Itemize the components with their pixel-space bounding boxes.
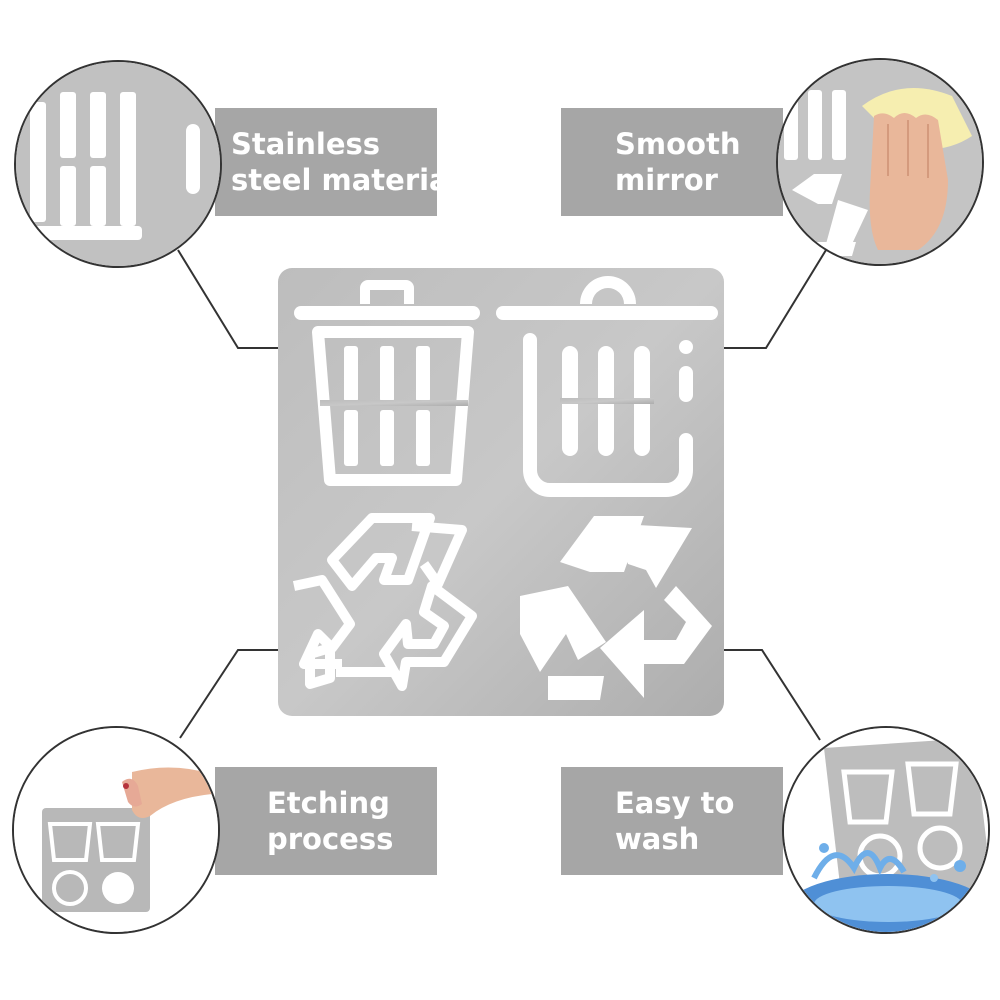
feature-label-line: process [267,822,394,856]
closeup-circle-steel [14,60,222,268]
hand-holding-stencil-image [14,728,218,932]
recycle-outline-icon [292,513,477,691]
closeup-circle-wash [782,726,990,934]
feature-label-line: mirror [615,163,718,197]
trash-can-solid-icon [496,276,718,497]
feature-label-line: wash [615,822,700,856]
closeup-circle-etching [12,726,220,934]
feature-label-stainless-steel: Stainless steel material [215,108,459,216]
feature-label-line: steel material [231,163,459,197]
feature-label-line: Easy to [615,786,735,820]
water-splash-stencil-image [784,728,988,932]
connector-bottom-left [179,649,280,739]
feature-label-line: Etching [267,786,390,820]
feature-label-line: Stainless [231,127,381,161]
connector-bottom-right [722,649,821,741]
feature-label-smooth-mirror: Smooth mirror [561,108,783,216]
feature-label-line: Smooth [615,127,741,161]
connector-top-left [177,249,280,349]
closeup-circle-mirror [776,58,984,266]
feature-label-easy-to-wash: Easy to wash [561,767,783,875]
hand-wiping-cloth-image [778,60,982,264]
connector-top-right [722,249,827,349]
steel-closeup-image [16,62,220,266]
trash-can-outline-icon [294,280,480,486]
recycle-solid-icon [520,516,712,700]
feature-label-etching-process: Etching process [215,767,437,875]
